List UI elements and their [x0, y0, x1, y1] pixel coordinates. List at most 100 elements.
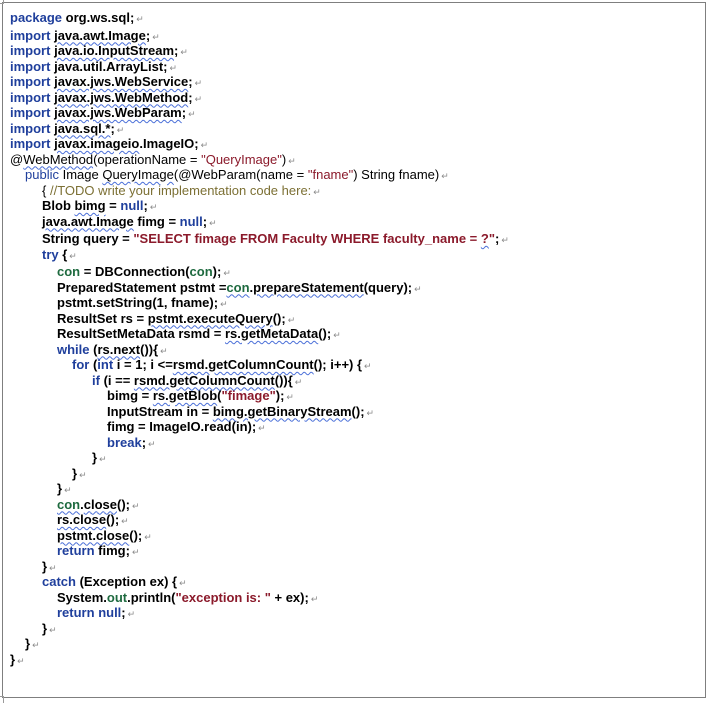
paragraph-mark-icon: ↵: [17, 655, 25, 666]
paragraph-mark-icon: ↵: [286, 392, 294, 402]
code-line: }↵: [10, 450, 701, 466]
code-line: }↵: [10, 466, 701, 482]
code-line: import javax.imageio.ImageIO;↵: [10, 136, 701, 152]
code-token: }: [10, 651, 16, 667]
code-token: con: [57, 264, 81, 279]
code-line: }↵: [10, 559, 701, 575]
paragraph-mark-icon: ↵: [99, 454, 107, 464]
paragraph-mark-icon: ↵: [188, 109, 196, 119]
code-line: con.close();↵: [10, 497, 701, 513]
code-token: javax.jws.WebService: [54, 74, 189, 89]
code-token: rsmd.getColumnCount: [133, 372, 275, 388]
code-token: con: [189, 264, 213, 279]
paragraph-mark-icon: ↵: [194, 93, 203, 104]
paragraph-mark-icon: ↵: [209, 217, 217, 228]
crop-mark-bottom-left: [0, 696, 4, 703]
code-token: ();: [318, 326, 332, 341]
code-token: ()){: [140, 341, 159, 357]
paragraph-mark-icon: ↵: [258, 423, 266, 433]
code-token: (Exception ex) {: [75, 574, 178, 589]
paragraph-mark-icon: ↵: [160, 345, 168, 356]
code-token: import: [10, 136, 51, 151]
code-token: ResultSet rs =: [57, 310, 148, 326]
code-token: public: [25, 167, 59, 182]
code-line: java.awt.Image fimg = null;↵: [10, 214, 701, 230]
paragraph-mark-icon: ↵: [288, 155, 296, 166]
code-line: if (i == rsmd.getColumnCount()){↵: [10, 373, 701, 389]
paragraph-mark-icon: ↵: [49, 624, 57, 635]
code-token: catch: [42, 574, 76, 589]
code-line: pstmt.close();↵: [10, 528, 701, 544]
paragraph-mark-icon: ↵: [64, 485, 72, 495]
code-line: package org.ws.sql;↵: [10, 10, 701, 26]
code-token: ();: [117, 496, 130, 512]
code-token: null: [120, 198, 144, 213]
code-token: ();: [351, 403, 365, 419]
code-line: import java.sql.*;↵: [10, 121, 701, 137]
code-line: import java.io.InputStream;↵: [10, 43, 701, 59]
code-line: import java.awt.Image;↵: [10, 28, 701, 44]
paragraph-mark-icon: ↵: [414, 283, 422, 294]
code-token: int: [97, 357, 114, 372]
code-token: javax.jws.WebMethod: [54, 89, 189, 105]
code-line: public Image QueryImage(@WebParam(name =…: [10, 167, 701, 183]
code-token: out: [106, 589, 128, 605]
paragraph-mark-icon: ↵: [220, 299, 228, 309]
code-token: rs.getMetaData: [224, 326, 319, 341]
paragraph-mark-icon: ↵: [294, 376, 303, 387]
paragraph-mark-icon: ↵: [136, 14, 144, 24]
paragraph-mark-icon: ↵: [127, 609, 136, 619]
code-token: ;: [110, 120, 115, 136]
paragraph-mark-icon: ↵: [49, 562, 57, 573]
code-line: }↵: [10, 636, 701, 652]
code-token: null: [179, 213, 203, 229]
crop-mark-top-left: [0, 0, 4, 4]
paragraph-mark-icon: ↵: [366, 407, 375, 418]
paragraph-mark-icon: ↵: [364, 361, 372, 371]
code-token: import: [10, 74, 51, 89]
code-token: i = 1; i <=: [113, 357, 173, 372]
code-token: java.awt.Image: [54, 27, 146, 43]
code-line: import javax.jws.WebMethod;↵: [10, 90, 701, 106]
code-token: (@WebParam(name =: [173, 167, 308, 182]
code-line: ResultSet rs = pstmt.executeQuery();↵: [10, 311, 701, 327]
code-token: import: [10, 43, 51, 58]
code-token: .println(: [127, 589, 176, 605]
code-token: close: [83, 496, 117, 512]
paragraph-mark-icon: ↵: [79, 469, 87, 480]
code-token: );: [275, 388, 285, 403]
paragraph-mark-icon: ↵: [32, 640, 40, 650]
paragraph-mark-icon: ↵: [501, 235, 509, 245]
code-token: ;: [143, 198, 148, 213]
paragraph-mark-icon: ↵: [287, 314, 296, 325]
code-line: InputStream in = bimg.getBinaryStream();…: [10, 404, 701, 420]
code-token: rs.close: [57, 512, 107, 527]
code-token: while: [57, 341, 90, 357]
code-line: bimg = rs.getBlob("fimage");↵: [10, 388, 701, 404]
code-token: ();: [106, 512, 120, 527]
paragraph-mark-icon: ↵: [131, 547, 140, 557]
code-line: rs.close();↵: [10, 512, 701, 528]
code-token: rs.getBlob: [152, 388, 218, 403]
code-token: WebMethod: [23, 151, 94, 167]
code-line: import java.util.ArrayList;↵: [10, 59, 701, 75]
code-token: ();: [272, 310, 286, 326]
code-token: ;: [188, 74, 193, 89]
code-token: "fimage": [221, 388, 276, 403]
paragraph-mark-icon: ↵: [200, 140, 209, 150]
paragraph-mark-icon: ↵: [180, 47, 188, 57]
code-line: while (rs.next()){↵: [10, 342, 701, 358]
code-token: =: [105, 198, 121, 213]
code-token: ;: [188, 89, 193, 105]
code-token: rs.next: [97, 341, 141, 357]
code-token: package: [10, 10, 63, 25]
code-token: QueryImage: [102, 167, 174, 182]
code-token: java.io.InputStream: [54, 43, 174, 58]
code-token: bimg =: [107, 388, 153, 403]
paragraph-mark-icon: ↵: [194, 78, 203, 88]
code-line: import javax.jws.WebParam;↵: [10, 105, 701, 121]
code-token: javax.jws.WebParam: [54, 105, 182, 120]
code-token: import: [10, 58, 51, 74]
paragraph-mark-icon: ↵: [313, 186, 321, 197]
